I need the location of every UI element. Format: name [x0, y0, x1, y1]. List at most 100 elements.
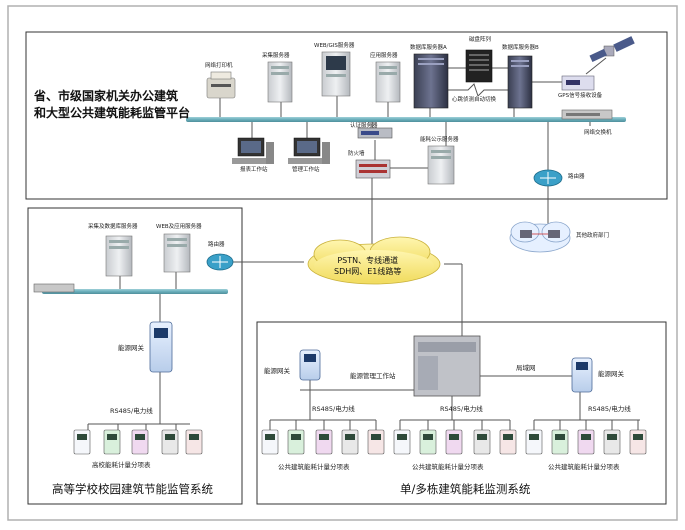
campus-gateway-label: 能源网关: [118, 344, 144, 352]
platform-frame: [25, 31, 668, 200]
connection-lines: [87, 57, 640, 430]
energy-meter-icon: [419, 429, 437, 455]
gps-label: GPS信号接收设备: [558, 93, 603, 99]
db-server-a-label: 数据库服务器A: [410, 45, 447, 51]
web-app-server-label: WEB及应用服务器: [156, 224, 202, 230]
firewall-label: 防火墙: [348, 151, 365, 157]
platform-title-line2: 和大型公共建筑能耗监管平台: [34, 106, 191, 121]
platform-title-line1: 省、市级国家机关办公建筑: [34, 89, 179, 103]
db-server-b-label: 数据库服务器B: [502, 45, 539, 51]
disk-array-label: 磁盘阵列: [469, 37, 492, 43]
energy-public-server-label: 能耗公示服务器: [420, 137, 459, 143]
energy-meter-icon: [445, 429, 463, 455]
energy-meter-icon: [525, 429, 543, 455]
energy-meter-display-icon: [345, 434, 355, 440]
meter-groups: [73, 429, 647, 455]
energy-meter-display-icon: [135, 434, 145, 440]
gps-receiver-icon: [561, 75, 595, 91]
energy-meter-icon: [73, 429, 91, 455]
energy-meter-icon: [603, 429, 621, 455]
lan-label: 局域网: [516, 364, 536, 372]
energy-meter-display-icon: [555, 434, 565, 440]
energy-meter-icon: [287, 429, 305, 455]
building-meters-caption-2: 公共建筑能耗计量分项表: [412, 463, 484, 471]
energy-mgmt-station-label: 能源管理工作站: [350, 372, 396, 380]
energy-meter-display-icon: [529, 434, 539, 440]
energy-meter-icon: [315, 429, 333, 455]
other-government-cloud-icon: [509, 221, 571, 253]
energy-meter-display-icon: [607, 434, 617, 440]
building-meters-caption-3: 公共建筑能耗计量分项表: [548, 463, 620, 471]
network-switch-label: 网络交换机: [584, 130, 612, 136]
energy-meter-icon: [103, 429, 121, 455]
wan-cloud-icon: [307, 236, 441, 285]
energy-meter-icon: [341, 429, 359, 455]
energy-meter-icon: [185, 429, 203, 455]
network-switch-icon: [561, 109, 613, 120]
campus-backbone-bus: [42, 289, 228, 294]
energy-meter-display-icon: [423, 434, 433, 440]
platform-router-label: 路由器: [568, 174, 585, 180]
platform-router-icon: [533, 169, 563, 187]
building-rs485-label-1: RS485/电力线: [312, 405, 355, 413]
energy-meter-display-icon: [189, 434, 199, 440]
network-printer-icon: [206, 71, 236, 99]
other-gov-label: 其他政府部门: [576, 233, 610, 239]
building-meters-caption-1: 公共建筑能耗计量分项表: [278, 463, 350, 471]
web-gis-server-label: WEB/GIS服务器: [314, 43, 355, 49]
energy-meter-icon: [629, 429, 647, 455]
energy-meter-icon: [551, 429, 569, 455]
energy-meter-icon: [131, 429, 149, 455]
energy-meter-display-icon: [449, 434, 459, 440]
collect-db-server-label: 采集及数据库服务器: [88, 224, 138, 230]
collect-db-server-icon: [105, 235, 133, 277]
collection-server-label: 采集服务器: [262, 53, 290, 59]
energy-meter-display-icon: [581, 434, 591, 440]
campus-router-label: 路由器: [208, 242, 225, 248]
energy-meter-display-icon: [291, 434, 301, 440]
energy-mgmt-workstation-icon: [413, 335, 481, 397]
campus-frame: [27, 207, 243, 505]
energy-meter-icon: [499, 429, 517, 455]
auth-server-icon: [357, 127, 393, 139]
building-rs485-label-3: RS485/电力线: [588, 405, 631, 413]
building-gateway-right-label: 能源网关: [598, 370, 624, 378]
app-server-icon: [375, 61, 401, 103]
web-app-server-icon: [163, 233, 191, 273]
energy-meter-display-icon: [165, 434, 175, 440]
wan-cloud-line1: PSTN、专线通道: [337, 256, 399, 265]
platform-backbone-bus: [186, 117, 626, 122]
building-gateway-right-icon: [571, 357, 593, 393]
campus-system-title: 高等学校校园建筑节能监管系统: [52, 482, 213, 496]
building-system-title: 单/多栋建筑能耗监测系统: [400, 482, 531, 496]
energy-meter-icon: [367, 429, 385, 455]
mgmt-station-label: 管理工作站: [292, 167, 320, 173]
disk-array-icon: [465, 49, 493, 83]
db-server-a-icon: [413, 53, 449, 109]
web-gis-server-icon: [321, 51, 351, 97]
energy-meter-display-icon: [107, 434, 117, 440]
energy-meter-display-icon: [265, 434, 275, 440]
energy-public-server-icon: [427, 145, 455, 185]
heartbeat-label: 心跳侦测自动切换: [452, 97, 497, 103]
energy-meter-icon: [393, 429, 411, 455]
auth-server-label: 认证服务器: [350, 123, 378, 129]
energy-meter-display-icon: [503, 434, 513, 440]
energy-meter-display-icon: [397, 434, 407, 440]
db-server-b-icon: [507, 55, 533, 109]
building-rs485-label-2: RS485/电力线: [440, 405, 483, 413]
app-server-label: 应用服务器: [370, 53, 398, 59]
building-gateway-left-icon: [299, 349, 321, 381]
energy-meter-icon: [577, 429, 595, 455]
satellite-icon: [589, 36, 635, 63]
energy-meter-icon: [161, 429, 179, 455]
firewall-icon: [355, 159, 391, 179]
wan-cloud-line2: SDH网、E1线路等: [334, 266, 402, 276]
energy-meter-icon: [473, 429, 491, 455]
mgmt-workstation-icon: [288, 137, 330, 164]
network-printer-label: 网络打印机: [205, 63, 233, 69]
wan-cloud-text: PSTN、专线通道 SDH网、E1线路等: [334, 256, 401, 278]
platform-title: 省、市级国家机关办公建筑 和大型公共建筑能耗监管平台: [34, 88, 190, 123]
energy-meter-display-icon: [477, 434, 487, 440]
